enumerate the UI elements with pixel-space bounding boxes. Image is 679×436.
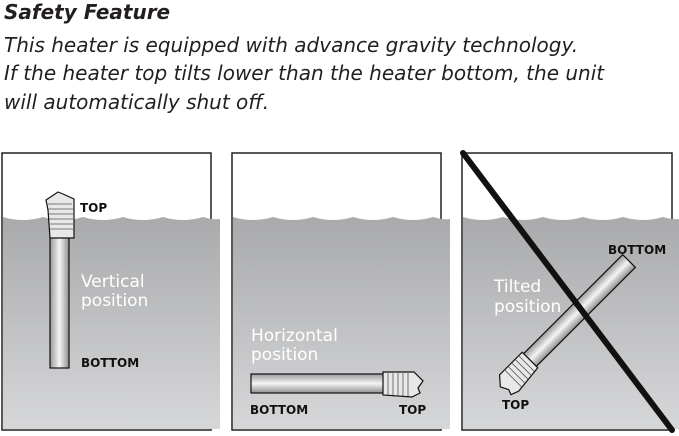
- top-label: TOP: [502, 398, 529, 412]
- position-label-line2: position: [81, 291, 148, 311]
- panel-vertical: TOP Vertical position BOTTOM: [1, 152, 220, 431]
- position-label-line1: Vertical: [81, 272, 145, 292]
- prohibited-slash-icon: [460, 150, 675, 433]
- heater-horizontal: [250, 371, 424, 398]
- bottom-label: BOTTOM: [608, 243, 666, 257]
- position-label-line1: Tilted: [493, 277, 541, 297]
- panel-horizontal: Horizontal position BOTTOM TOP: [231, 152, 450, 431]
- bottom-label: BOTTOM: [250, 403, 308, 417]
- top-label: TOP: [80, 201, 107, 215]
- section-title: Safety Feature: [4, 0, 171, 24]
- heater-head-icon: [498, 351, 539, 396]
- bottom-label: BOTTOM: [81, 356, 139, 370]
- position-label-line2: position: [494, 297, 561, 317]
- position-label-line2: position: [251, 345, 318, 365]
- heater-vertical: [45, 191, 75, 369]
- top-label: TOP: [399, 403, 426, 417]
- description-line-3: will automatically shut off.: [4, 90, 270, 114]
- description-line-1: This heater is equipped with advance gra…: [4, 33, 579, 57]
- panel-tilted: Tilted position BOTTOM TOP: [460, 150, 679, 433]
- description-line-2: If the heater top tilts lower than the h…: [4, 61, 605, 85]
- position-label-line1: Horizontal: [251, 326, 338, 346]
- heater-head-icon: [45, 191, 75, 239]
